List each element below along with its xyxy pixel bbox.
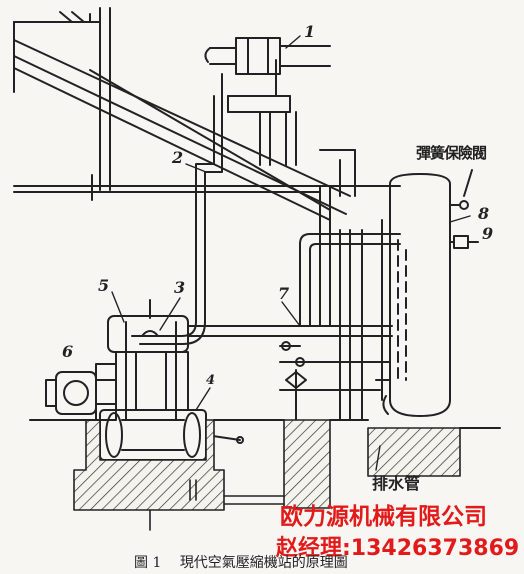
building-structure — [13, 7, 401, 221]
motor-and-flywheel — [45, 363, 117, 421]
label-3: 3 — [174, 278, 186, 297]
figure-title: 現代空氣壓縮機站的原理圖 — [179, 555, 348, 571]
label-9: 9 — [482, 224, 494, 243]
drain-pipe-label: 排水管 — [372, 474, 421, 493]
discharge-pipe — [187, 185, 401, 421]
air-receiver — [375, 173, 451, 417]
label-1: 1 — [304, 22, 316, 41]
label-8: 8 — [478, 204, 490, 223]
air-intake-filter — [204, 37, 331, 166]
figure-caption: 圖 1 現代空氣壓縮機站的原理圖 — [134, 552, 348, 572]
watermark-contact: 赵经理:13426373869 — [276, 536, 520, 561]
label-4: 4 — [206, 373, 216, 388]
label-2: 2 — [172, 148, 184, 167]
watermark-company: 欧力源机械有限公司 — [280, 504, 487, 530]
figure-number: 圖 1 — [134, 555, 162, 571]
leader-lines — [111, 35, 471, 471]
label-5: 5 — [98, 276, 110, 295]
compressor-body — [99, 299, 244, 461]
safety-valve-gauge — [449, 169, 479, 249]
label-7: 7 — [278, 284, 290, 303]
label-6: 6 — [62, 342, 74, 361]
safety-valve-label: 彈簧保險閥 — [416, 144, 487, 162]
